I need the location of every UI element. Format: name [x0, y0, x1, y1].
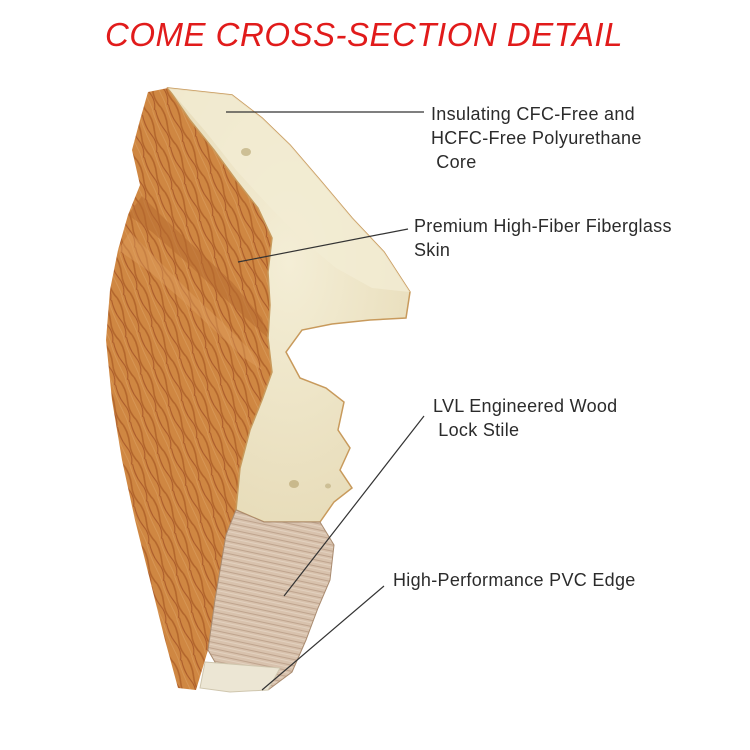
leader-line-lvl [283, 415, 425, 597]
callout-lvl-label: LVL Engineered Wood Lock Stile [433, 396, 618, 440]
foam-pore [289, 480, 299, 488]
foam-pore [325, 483, 331, 489]
foam-pore [241, 148, 251, 156]
callout-skin-label: Premium High-Fiber Fiberglass Skin [414, 216, 672, 260]
foam-top-face [168, 88, 410, 292]
panel-step-highlight [118, 232, 262, 370]
page-title: COME CROSS-SECTION DETAIL [105, 16, 623, 53]
callout-core-label: Insulating CFC-Free and HCFC-Free Polyur… [431, 104, 642, 172]
leader-line-pvc [261, 585, 385, 691]
pvc-edge [199, 661, 281, 693]
panel-step-shadow [128, 196, 268, 338]
lvl-lock-stile [207, 509, 335, 691]
wood-skin-face [106, 88, 272, 690]
leader-line-skin [237, 228, 409, 263]
callout-pvc-label: High-Performance PVC Edge [393, 570, 636, 590]
